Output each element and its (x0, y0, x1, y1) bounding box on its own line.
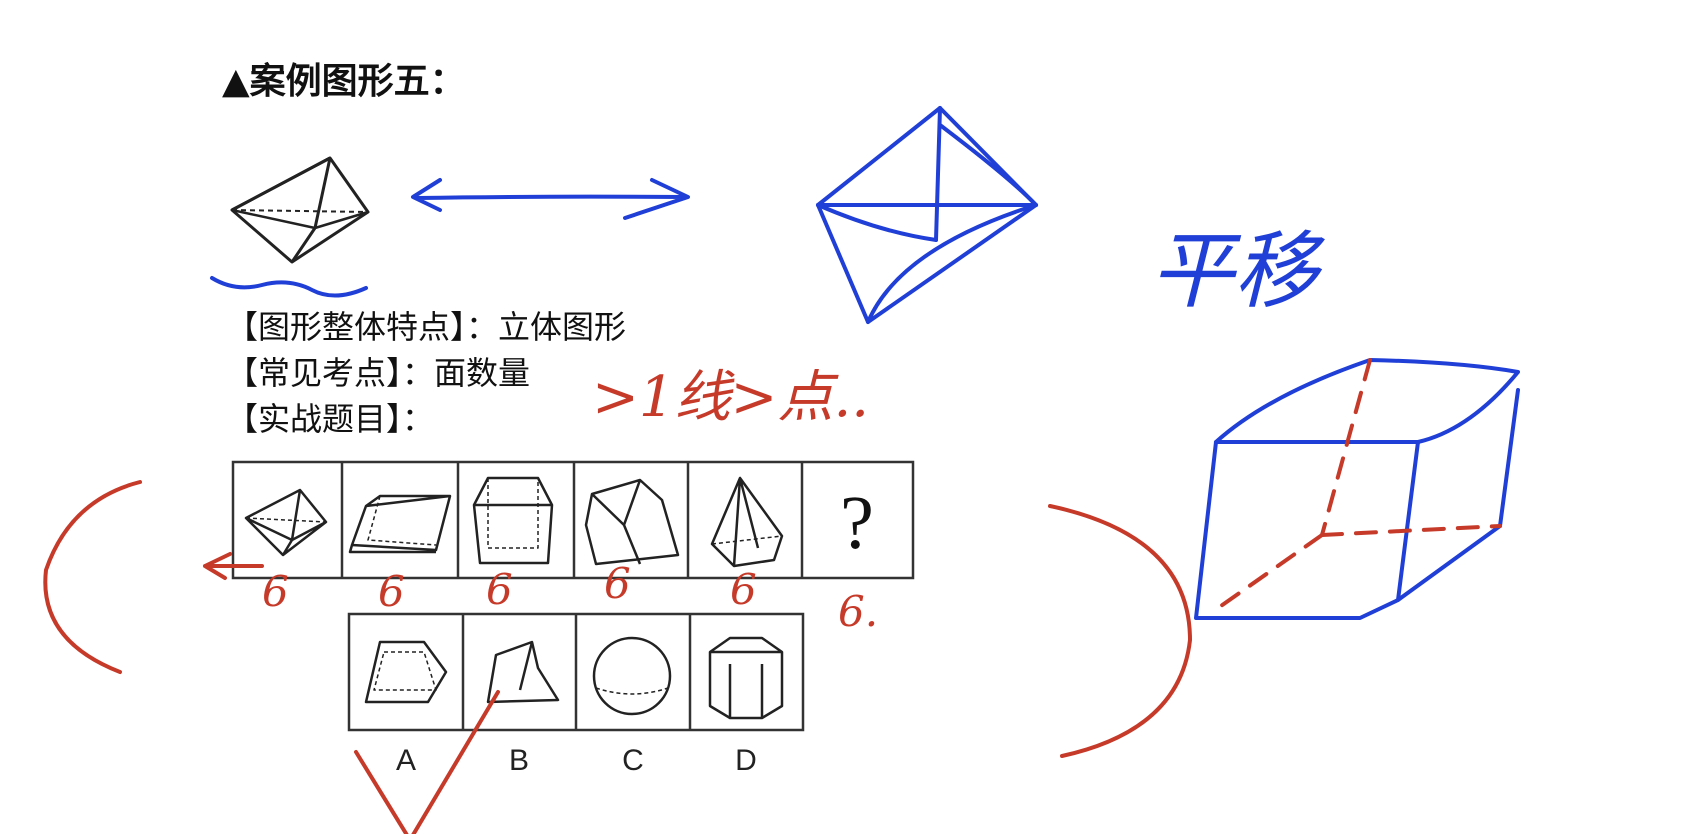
q5-pyramid (710, 476, 784, 568)
practice-question-line: 【实战题目】： (226, 400, 435, 438)
option-b-label: B (509, 744, 529, 777)
arrow-left-mark (203, 552, 264, 580)
face-count-mark: 6 (378, 567, 405, 616)
example-octahedron-figure (230, 156, 370, 264)
option-a-label: A (396, 744, 416, 777)
derivation-note: >1线>点.. (592, 365, 869, 430)
options-row: A B C D (347, 612, 805, 777)
underline-stroke (210, 276, 368, 298)
cube-hidden-edge (1320, 358, 1372, 537)
section-heading: ▲案例图形五： (222, 61, 466, 102)
question-mark: ? (840, 481, 874, 565)
blue-cube-sketch (1194, 358, 1520, 620)
answer-checkmark (354, 690, 500, 834)
overall-feature-line: 【图形整体特点】：立体图形 (226, 308, 627, 346)
face-count-mark: 6 (262, 567, 289, 616)
q4-polyhedron (584, 478, 680, 566)
common-testpoint-line: 【常见考点】：面数量 (226, 354, 531, 392)
option-b-figure (486, 640, 560, 704)
blue-octahedron-sketch (816, 106, 1038, 324)
option-d-label: D (735, 744, 757, 777)
question-row: ? (231, 460, 915, 580)
double-arrow (411, 178, 690, 220)
option-a-figure (364, 640, 448, 704)
option-c-label: C (622, 744, 644, 777)
cube-hidden-edge (1320, 524, 1502, 537)
translation-note: 平移 (1150, 222, 1325, 320)
face-count-mark: 6 (486, 565, 513, 614)
left-parenthesis (43, 480, 142, 674)
face-count-mark: 6. (838, 587, 878, 636)
face-count-mark: 6 (730, 565, 757, 614)
option-c-sphere (592, 636, 672, 716)
right-parenthesis (1048, 504, 1192, 758)
face-count-mark: 6 (604, 559, 631, 608)
option-d-hexprism (708, 636, 784, 720)
cube-hidden-edge (1216, 533, 1324, 610)
